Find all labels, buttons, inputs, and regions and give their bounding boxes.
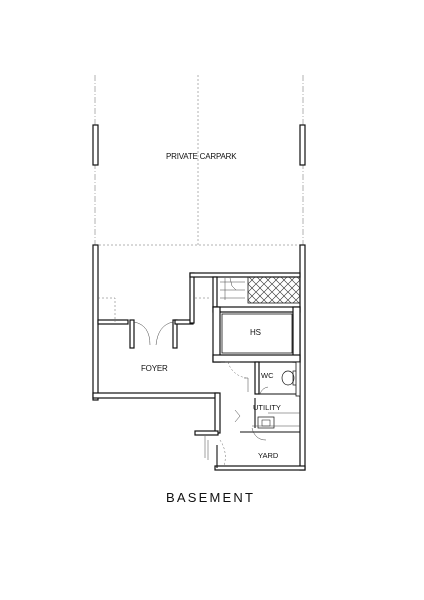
label-wc: WC — [261, 371, 274, 380]
label-foyer: FOYER — [141, 364, 168, 373]
drawing-title: BASEMENT — [166, 490, 255, 505]
carpark-area — [92, 75, 306, 246]
walls — [92, 244, 306, 471]
carpark-pillar-right — [299, 124, 306, 166]
label-utility: UTILITY — [253, 403, 281, 412]
label-carpark: PRIVATE CARPARK — [166, 152, 237, 161]
label-yard: YARD — [258, 451, 279, 460]
label-hs: HS — [250, 328, 261, 337]
carpark-pillar-left — [92, 124, 99, 166]
